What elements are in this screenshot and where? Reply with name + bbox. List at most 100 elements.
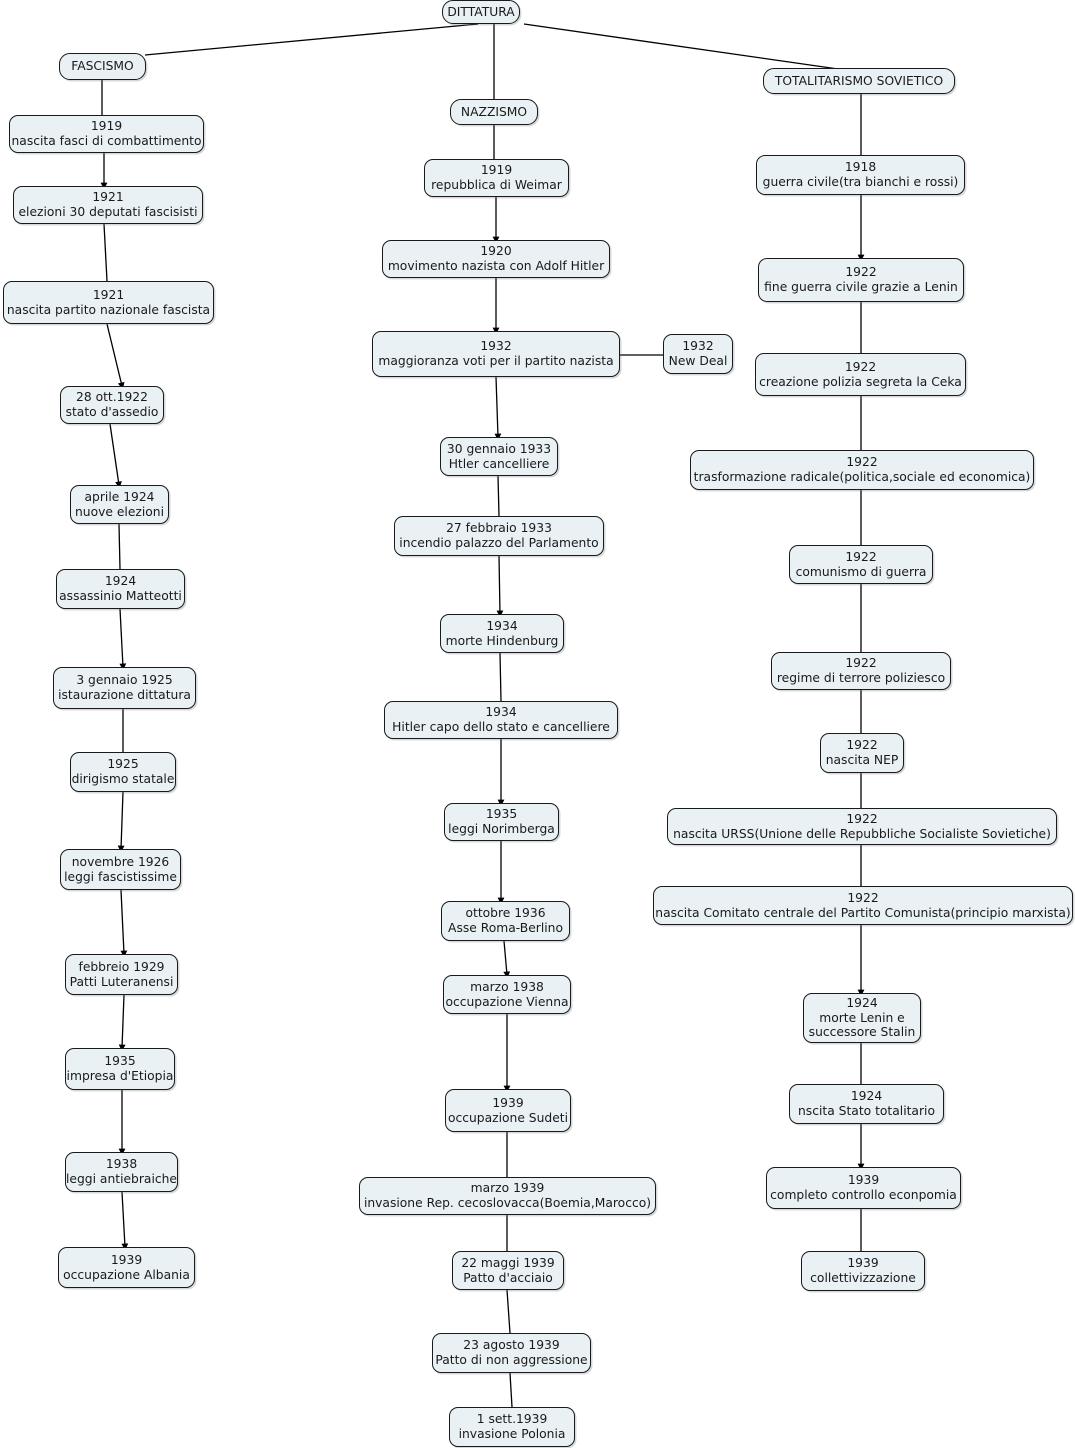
node-root-dittatura[interactable]: DITTATURA (442, 0, 520, 24)
node-text: comunismo di guerra (795, 564, 927, 579)
node-totalitarismo-6[interactable]: 1922 regime di terrore poliziesco (771, 652, 951, 690)
node-year: ottobre 1936 (465, 906, 546, 921)
node-year: 1921 (92, 190, 124, 205)
node-totalitarismo-12[interactable]: 1939 completo controllo econpomia (766, 1167, 961, 1209)
node-year: 1919 (90, 119, 123, 134)
node-nazzismo-6[interactable]: 1934 morte Hindenburg (440, 614, 564, 653)
node-fascismo-12[interactable]: 1938 leggi antiebraiche (65, 1152, 178, 1192)
node-text: fine guerra civile grazie a Lenin (764, 280, 958, 294)
node-totalitarismo-9[interactable]: 1922 nascita Comitato centrale del Parti… (653, 886, 1073, 925)
node-year: 22 maggi 1939 (461, 1255, 555, 1270)
node-fascismo-7[interactable]: 3 gennaio 1925 istaurazione dittatura (53, 667, 196, 709)
node-title: TOTALITARISMO SOVIETICO (774, 73, 944, 88)
node-nazzismo-7[interactable]: 1934 Hitler capo dello stato e cancellie… (384, 701, 618, 739)
node-branch-fascismo[interactable]: FASCISMO (59, 53, 146, 80)
node-year: marzo 1939 (470, 1181, 545, 1196)
node-text: nascita NEP (825, 753, 899, 767)
node-text: leggi Norimberga (448, 822, 555, 836)
node-text: Hitler capo dello stato e cancelliere (392, 720, 610, 734)
node-year: 1939 (847, 1256, 879, 1271)
node-fascismo-13[interactable]: 1939 occupazione Albania (58, 1247, 195, 1288)
node-text: New Deal (668, 354, 728, 368)
node-totalitarismo-8[interactable]: 1922 nascita URSS(Unione delle Repubblic… (667, 808, 1057, 845)
node-text: morte Lenin e (819, 1010, 905, 1025)
node-fascismo-4[interactable]: 28 ott.1922 stato d'assedio (60, 386, 164, 424)
node-totalitarismo-10[interactable]: 1924 morte Lenin e successore Stalin (803, 993, 921, 1043)
node-year: 1922 (844, 359, 877, 374)
node-fascismo-9[interactable]: novembre 1926 leggi fascistissime (60, 849, 181, 890)
node-year: 1922 (845, 265, 877, 280)
node-fascismo-6[interactable]: 1924 assassinio Matteotti (56, 569, 185, 609)
node-totalitarismo-3[interactable]: 1922 creazione polizia segreta la Ceka (755, 353, 966, 396)
node-branch-nazzismo[interactable]: NAZZISMO (450, 99, 538, 125)
node-totalitarismo-1[interactable]: 1918 guerra civile(tra bianchi e rossi) (756, 155, 965, 195)
node-nazzismo-13[interactable]: 22 maggi 1939 Patto d'acciaio (452, 1251, 564, 1290)
node-totalitarismo-2[interactable]: 1922 fine guerra civile grazie a Lenin (758, 258, 964, 302)
node-text: leggi antiebraiche (66, 1172, 177, 1186)
node-year: 1922 (846, 738, 878, 753)
node-text: repubblica di Weimar (431, 178, 562, 192)
node-totalitarismo-13[interactable]: 1939 collettivizzazione (801, 1251, 925, 1291)
node-year: 1920 (480, 244, 512, 259)
node-text: incendio palazzo del Parlamento (399, 536, 599, 550)
node-text: nuove elezioni (74, 504, 164, 519)
node-year: 30 gennaio 1933 (446, 441, 552, 456)
node-nazzismo-11[interactable]: 1939 occupazione Sudeti (445, 1089, 571, 1132)
node-fascismo-3[interactable]: 1921 nascita partito nazionale fascista (3, 281, 214, 324)
node-fascismo-11[interactable]: 1935 impresa d'Etiopia (65, 1048, 175, 1090)
node-year: 1922 (847, 890, 879, 905)
node-text: nascita partito nazionale fascista (6, 302, 211, 317)
node-branch-totalitarismo-sovietico[interactable]: TOTALITARISMO SOVIETICO (763, 68, 955, 94)
node-text: collettivizzazione (810, 1271, 916, 1285)
node-text: nascita Comitato centrale del Partito Co… (655, 905, 1071, 920)
node-year: novembre 1926 (71, 854, 170, 869)
node-totalitarismo-11[interactable]: 1924 nscita Stato totalitario (789, 1084, 944, 1124)
node-year: 1939 (492, 1095, 524, 1110)
node-year: 1935 (104, 1054, 136, 1069)
node-text: trasformazione radicale(politica,sociale… (693, 470, 1031, 484)
node-nazzismo-10[interactable]: marzo 1938 occupazione Vienna (443, 975, 571, 1014)
node-text: invasione Rep. cecoslovacca(Boemia,Maroc… (363, 1196, 652, 1210)
node-totalitarismo-4[interactable]: 1922 trasformazione radicale(politica,so… (690, 450, 1034, 490)
node-nazzismo-3[interactable]: 1932 maggioranza voti per il partito naz… (372, 331, 620, 377)
node-text: Patti Luteranensi (69, 974, 174, 989)
node-nazzismo-4[interactable]: 30 gennaio 1933 Htler cancelliere (440, 437, 558, 476)
node-fascismo-10[interactable]: febbreio 1929 Patti Luteranensi (65, 954, 178, 995)
node-year: 1922 (845, 656, 877, 671)
node-text: elezioni 30 deputati fascisisti (18, 205, 198, 219)
node-fascismo-2[interactable]: 1921 elezioni 30 deputati fascisisti (13, 186, 203, 224)
node-nazzismo-14[interactable]: 23 agosto 1939 Patto di non aggressione (432, 1333, 591, 1373)
node-text: guerra civile(tra bianchi e rossi) (762, 175, 959, 189)
node-text: Patto di non aggressione (435, 1353, 588, 1367)
node-text: occupazione Albania (63, 1267, 190, 1282)
node-fascismo-1[interactable]: 1919 nascita fasci di combattimento (9, 115, 204, 153)
node-year: 1919 (480, 163, 513, 178)
node-year: 28 ott.1922 (76, 390, 148, 405)
node-year: 1924 (850, 1089, 883, 1104)
node-nazzismo-8[interactable]: 1935 leggi Norimberga (444, 803, 559, 841)
node-nazzismo-15[interactable]: 1 sett.1939 invasione Polonia (449, 1407, 575, 1447)
node-text: Htler cancelliere (448, 456, 550, 471)
node-year: 1922 (846, 811, 878, 826)
node-year: marzo 1938 (470, 979, 544, 994)
node-year: febbreio 1929 (78, 959, 165, 974)
node-year: 3 gennaio 1925 (76, 673, 173, 688)
node-text: nascita fasci di combattimento (11, 134, 202, 148)
node-fascismo-8[interactable]: 1925 dirigismo statale (70, 752, 176, 792)
node-totalitarismo-5[interactable]: 1922 comunismo di guerra (789, 545, 933, 584)
node-nazzismo-1[interactable]: 1919 repubblica di Weimar (424, 159, 569, 197)
node-text: Patto d'acciaio (463, 1270, 553, 1285)
node-text: dirigismo statale (71, 772, 175, 786)
node-text: istaurazione dittatura (58, 688, 191, 702)
node-new-deal[interactable]: 1932 New Deal (663, 334, 733, 374)
node-nazzismo-2[interactable]: 1920 movimento nazista con Adolf Hitler (382, 240, 610, 278)
node-fascismo-5[interactable]: aprile 1924 nuove elezioni (70, 485, 169, 524)
node-text: regime di terrore poliziesco (776, 671, 946, 685)
node-totalitarismo-7[interactable]: 1922 nascita NEP (820, 733, 904, 773)
node-text: morte Hindenburg (445, 633, 559, 648)
node-nazzismo-12[interactable]: marzo 1939 invasione Rep. cecoslovacca(B… (359, 1177, 656, 1215)
node-text: movimento nazista con Adolf Hitler (387, 259, 605, 273)
node-nazzismo-9[interactable]: ottobre 1936 Asse Roma-Berlino (441, 901, 570, 941)
node-nazzismo-5[interactable]: 27 febbraio 1933 incendio palazzo del Pa… (394, 516, 604, 556)
